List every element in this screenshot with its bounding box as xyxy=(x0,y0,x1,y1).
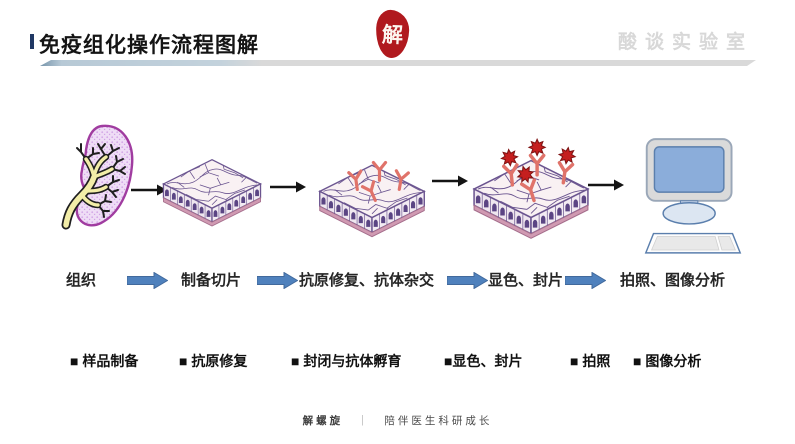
step-label: 抗原修复、抗体杂交 xyxy=(299,272,435,289)
brand-seal-icon: 解 xyxy=(375,9,410,59)
title-accent-tick xyxy=(30,34,34,49)
bullet-item: ■ 抗原修复 xyxy=(179,353,248,369)
header-divider xyxy=(40,60,756,66)
footer-slogan: 陪伴医生科研成长 xyxy=(384,415,493,427)
flow-arrow-icon xyxy=(588,179,624,191)
tissue-chromogen-icon xyxy=(470,126,592,246)
bullet-item: ■ 封闭与抗体孵育 xyxy=(291,353,402,369)
footer: 解螺旋 ｜ 陪伴医生科研成长 xyxy=(0,413,795,428)
tissue-section-icon xyxy=(160,156,264,231)
step-label: 拍照、图像分析 xyxy=(620,272,726,289)
bullet-item: ■ 拍照 xyxy=(570,353,611,369)
step-arrow-icon xyxy=(565,272,606,289)
kidney-tissue-icon xyxy=(56,121,136,233)
footer-brand: 解螺旋 xyxy=(302,415,344,427)
step-label: 制备切片 xyxy=(181,272,242,289)
step-arrow-icon xyxy=(127,272,168,289)
flow-arrow-icon xyxy=(432,175,468,187)
computer-monitor-icon xyxy=(640,137,746,255)
bullet-item: ■显色、封片 xyxy=(444,353,523,369)
step-label: 组织 xyxy=(66,272,97,289)
step-arrow-icon xyxy=(447,272,488,289)
bullet-item: ■ 图像分析 xyxy=(633,353,702,369)
flow-arrow-icon xyxy=(270,181,306,193)
bullet-item: ■ 样品制备 xyxy=(70,353,139,369)
page-title: 免疫组化操作流程图解 xyxy=(39,34,259,57)
seal-character: 解 xyxy=(381,22,404,48)
step-arrow-icon xyxy=(257,272,298,289)
lab-name: 酸谈实验室 xyxy=(617,32,753,53)
footer-separator: ｜ xyxy=(357,415,371,427)
tissue-antibody-hybridization-icon xyxy=(316,139,428,242)
step-label: 显色、封片 xyxy=(488,272,564,289)
